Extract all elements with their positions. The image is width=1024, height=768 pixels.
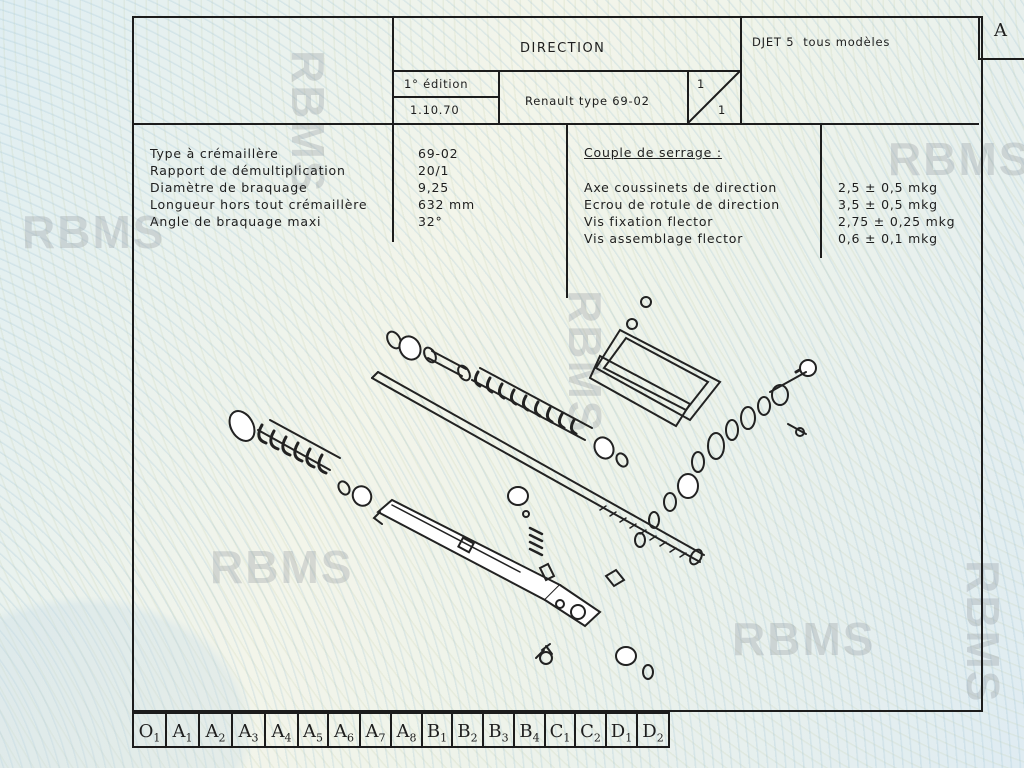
ref-cell: B4 — [513, 712, 544, 748]
sleeve — [427, 350, 467, 377]
torque-label: Vis fixation flector — [584, 214, 714, 229]
ref-cell: B3 — [482, 712, 513, 748]
torque-value: 3,5 ± 0,5 mkg — [838, 197, 938, 212]
bushing — [398, 335, 422, 361]
ref-cell: D2 — [636, 712, 670, 748]
divider — [392, 124, 394, 242]
torque-value: 0,6 ± 0,1 mkg — [838, 231, 938, 246]
torque-values: 2,5 ± 0,5 mkg 3,5 ± 0,5 mkg 2,75 ± 0,25 … — [838, 179, 955, 247]
spec-label: Longueur hors tout crémaillère — [150, 197, 368, 212]
sheet-frame — [132, 16, 983, 712]
spec-value: 632 mm — [418, 197, 475, 212]
ring — [386, 330, 402, 350]
ref-cell: A2 — [198, 712, 231, 748]
divider — [566, 124, 568, 298]
torque-label: Ecrou de rotule de direction — [584, 197, 781, 212]
torque-label: Axe coussinets de direction — [584, 180, 778, 195]
ref-cell: D1 — [605, 712, 636, 748]
watermark: RBMS — [732, 613, 876, 665]
ref-cell: C1 — [544, 712, 574, 748]
tie-rod-bolt — [535, 643, 553, 659]
spec-label: Angle de braquage maxi — [150, 214, 322, 229]
ref-cell: B2 — [451, 712, 482, 748]
spec-value: 9,25 — [418, 180, 450, 195]
section-title: DIRECTION — [520, 41, 606, 56]
divider — [978, 58, 1024, 60]
page-denominator: 1 — [718, 103, 727, 117]
spec-value: 20/1 — [418, 163, 450, 178]
ref-cell: A5 — [297, 712, 327, 748]
vehicle-type: Renault type 69-02 — [525, 94, 650, 108]
torque-label: Vis assemblage flector — [584, 231, 744, 246]
torque-value: 2,5 ± 0,5 mkg — [838, 180, 938, 195]
ref-cell: C2 — [574, 712, 605, 748]
watermark: RBMS — [888, 133, 1024, 185]
page-numerator: 1 — [697, 77, 706, 91]
ref-cell: A1 — [165, 712, 198, 748]
ref-cell: O1 — [132, 712, 165, 748]
divider — [392, 96, 498, 98]
end-cap — [228, 410, 256, 442]
ref-cell: A8 — [390, 712, 421, 748]
torque-heading: Couple de serrage : — [584, 145, 722, 160]
edition-date: 1.10.70 — [410, 103, 460, 117]
ref-cell: A6 — [327, 712, 359, 748]
divider — [687, 70, 689, 124]
ref-cell: B1 — [421, 712, 451, 748]
spec-values: 69-02 20/1 9,25 632 mm 32° — [418, 145, 475, 230]
spec-value: 69-02 — [418, 146, 459, 161]
edition: 1° édition — [404, 77, 469, 91]
divider — [820, 124, 822, 258]
divider — [978, 16, 980, 60]
model-name: DJET 5 tous modèles — [752, 35, 891, 49]
divider — [132, 123, 979, 125]
spec-label: Diamètre de braquage — [150, 180, 308, 195]
torque-labels: Axe coussinets de direction Ecrou de rot… — [584, 179, 780, 247]
lower-boot — [257, 419, 341, 475]
page-fraction-slash — [688, 71, 741, 124]
torque-value: 2,75 ± 0,25 mkg — [838, 214, 956, 229]
sheet-letter: A — [994, 20, 1008, 41]
divider — [740, 16, 742, 124]
ref-cell: A7 — [359, 712, 390, 748]
pinion-stack — [634, 359, 817, 548]
watermark: RBMS — [22, 206, 166, 258]
spec-label: Rapport de démultiplication — [150, 163, 346, 178]
watermark: RBMS — [210, 541, 354, 593]
spec-value: 32° — [418, 214, 443, 229]
divider — [498, 70, 500, 124]
spec-label: Type à crémaillère — [150, 146, 279, 161]
rack-housing — [372, 498, 602, 628]
upper-boot — [471, 367, 593, 441]
cover-gaskets — [588, 328, 722, 428]
divider — [392, 70, 740, 72]
ref-cell: A3 — [231, 712, 264, 748]
spec-labels: Type à crémaillère Rapport de démultipli… — [150, 145, 367, 230]
ref-cell: A4 — [264, 712, 297, 748]
